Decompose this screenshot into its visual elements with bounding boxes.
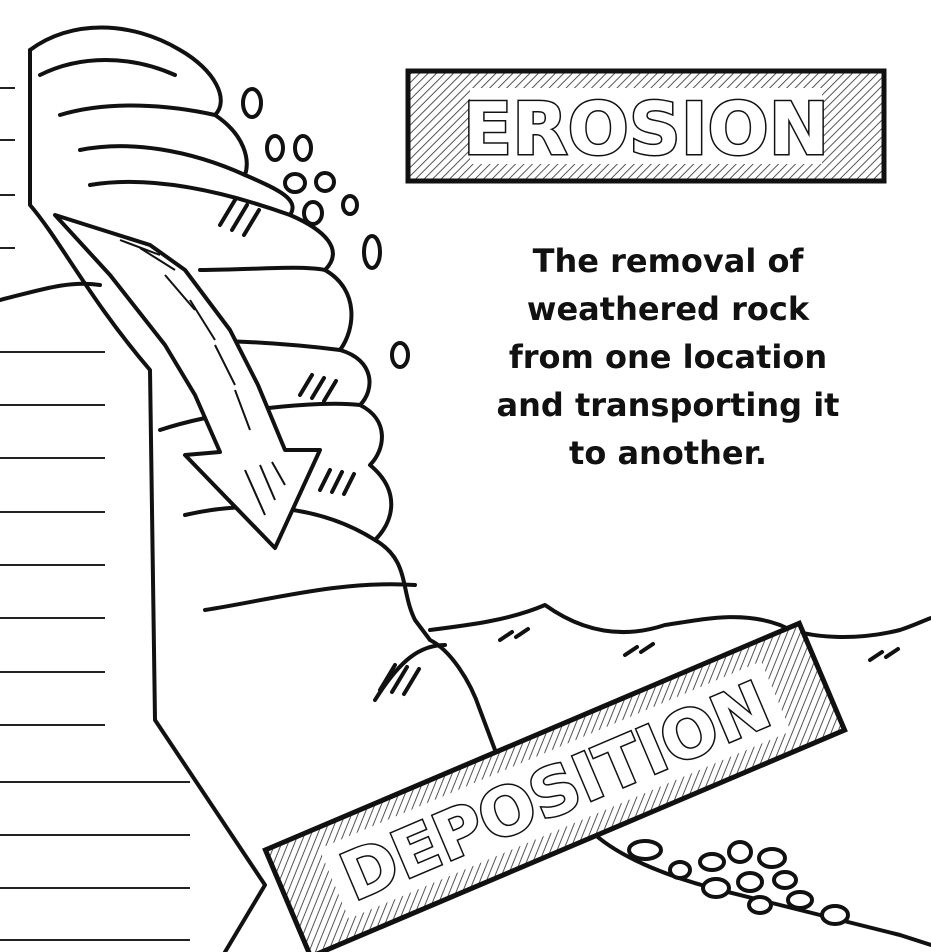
definition-line-1: The removal of [533,242,805,280]
writing-lines [0,88,190,940]
erosion-definition: The removal of weathered rock from one l… [497,242,840,472]
erosion-title: EROSION [463,87,829,171]
definition-line-5: to another. [569,434,767,472]
deposited-rocks [629,841,848,924]
definition-line-2: weathered rock [527,290,810,328]
definition-line-4: and transporting it [497,386,840,424]
falling-rock-fragments [243,89,408,367]
erosion-label-box: EROSION [408,71,884,181]
definition-line-3: from one location [509,338,827,376]
downward-arrow-icon [55,215,320,548]
